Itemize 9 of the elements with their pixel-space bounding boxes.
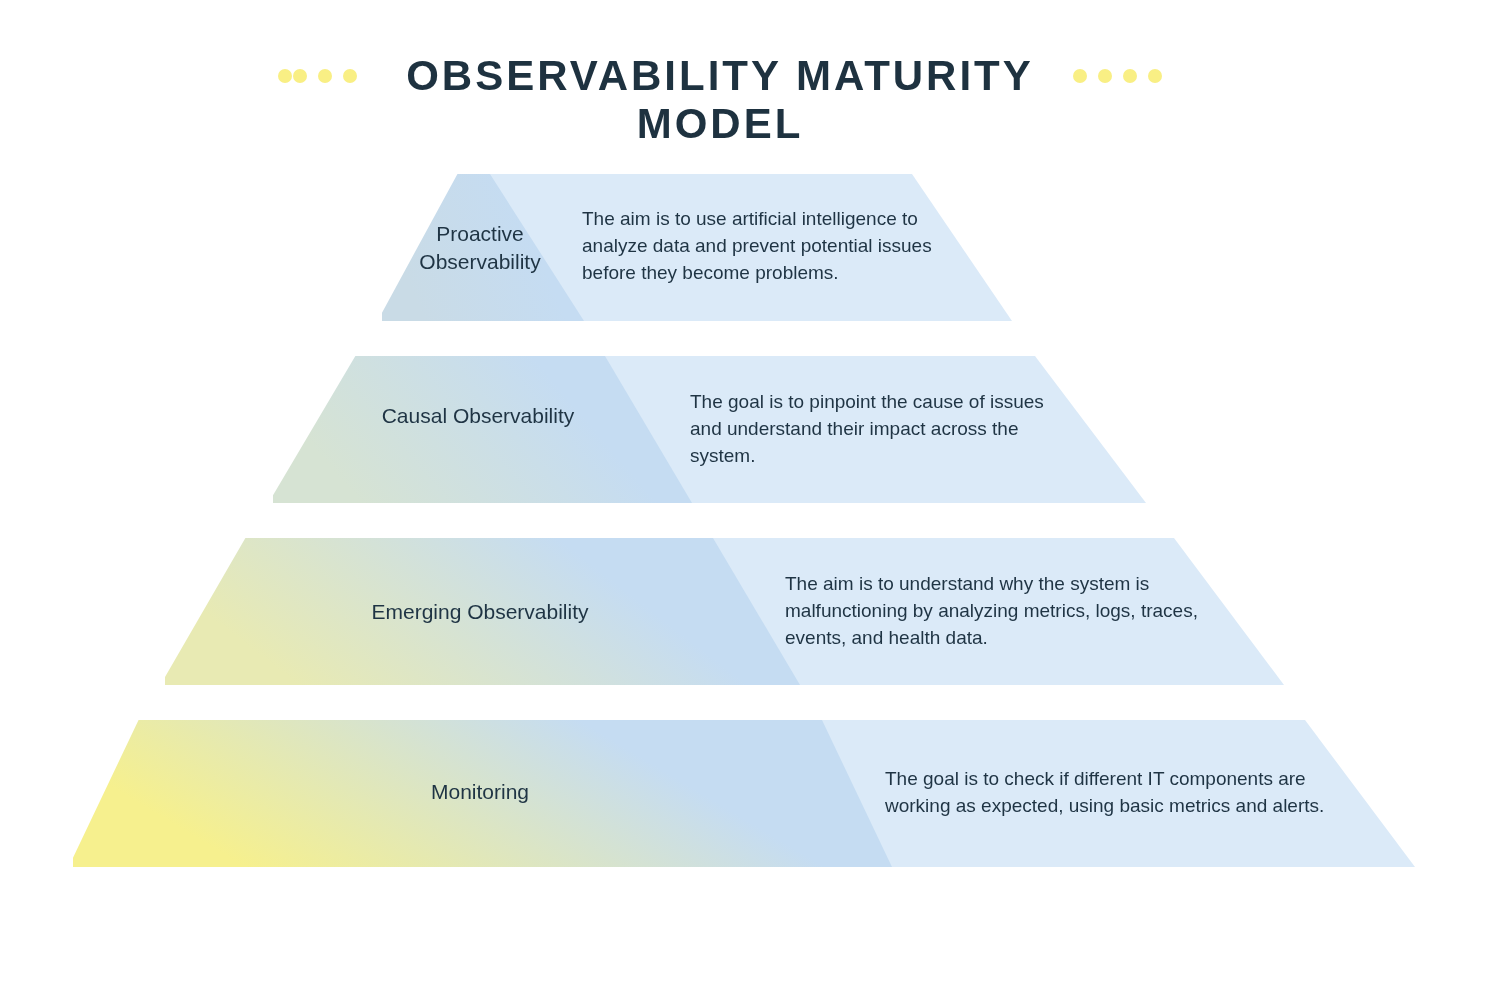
tier-label: Causal Observability [380,403,576,429]
title: OBSERVABILITY MATURITY MODEL [405,52,1035,148]
tier-label: Monitoring [429,779,531,805]
tier-label: Proactive Observability [418,221,542,275]
tier-description: The goal is to check if different IT components are working as expected, using basic metrics and alerts. [885,767,1326,818]
tier-description: The goal is to pinpoint the cause of issues and understand their impact across the system. [690,390,1045,468]
tier-description: The aim is to understand why the system is malfunctioning by analyzing metrics, logs, traces, events, and health data. [785,572,1199,650]
tier-label: Emerging Observability [370,599,590,625]
tier-description: The aim is to use artificial intelligence to analyze data and prevent potential issues before they become problems. [582,207,933,285]
